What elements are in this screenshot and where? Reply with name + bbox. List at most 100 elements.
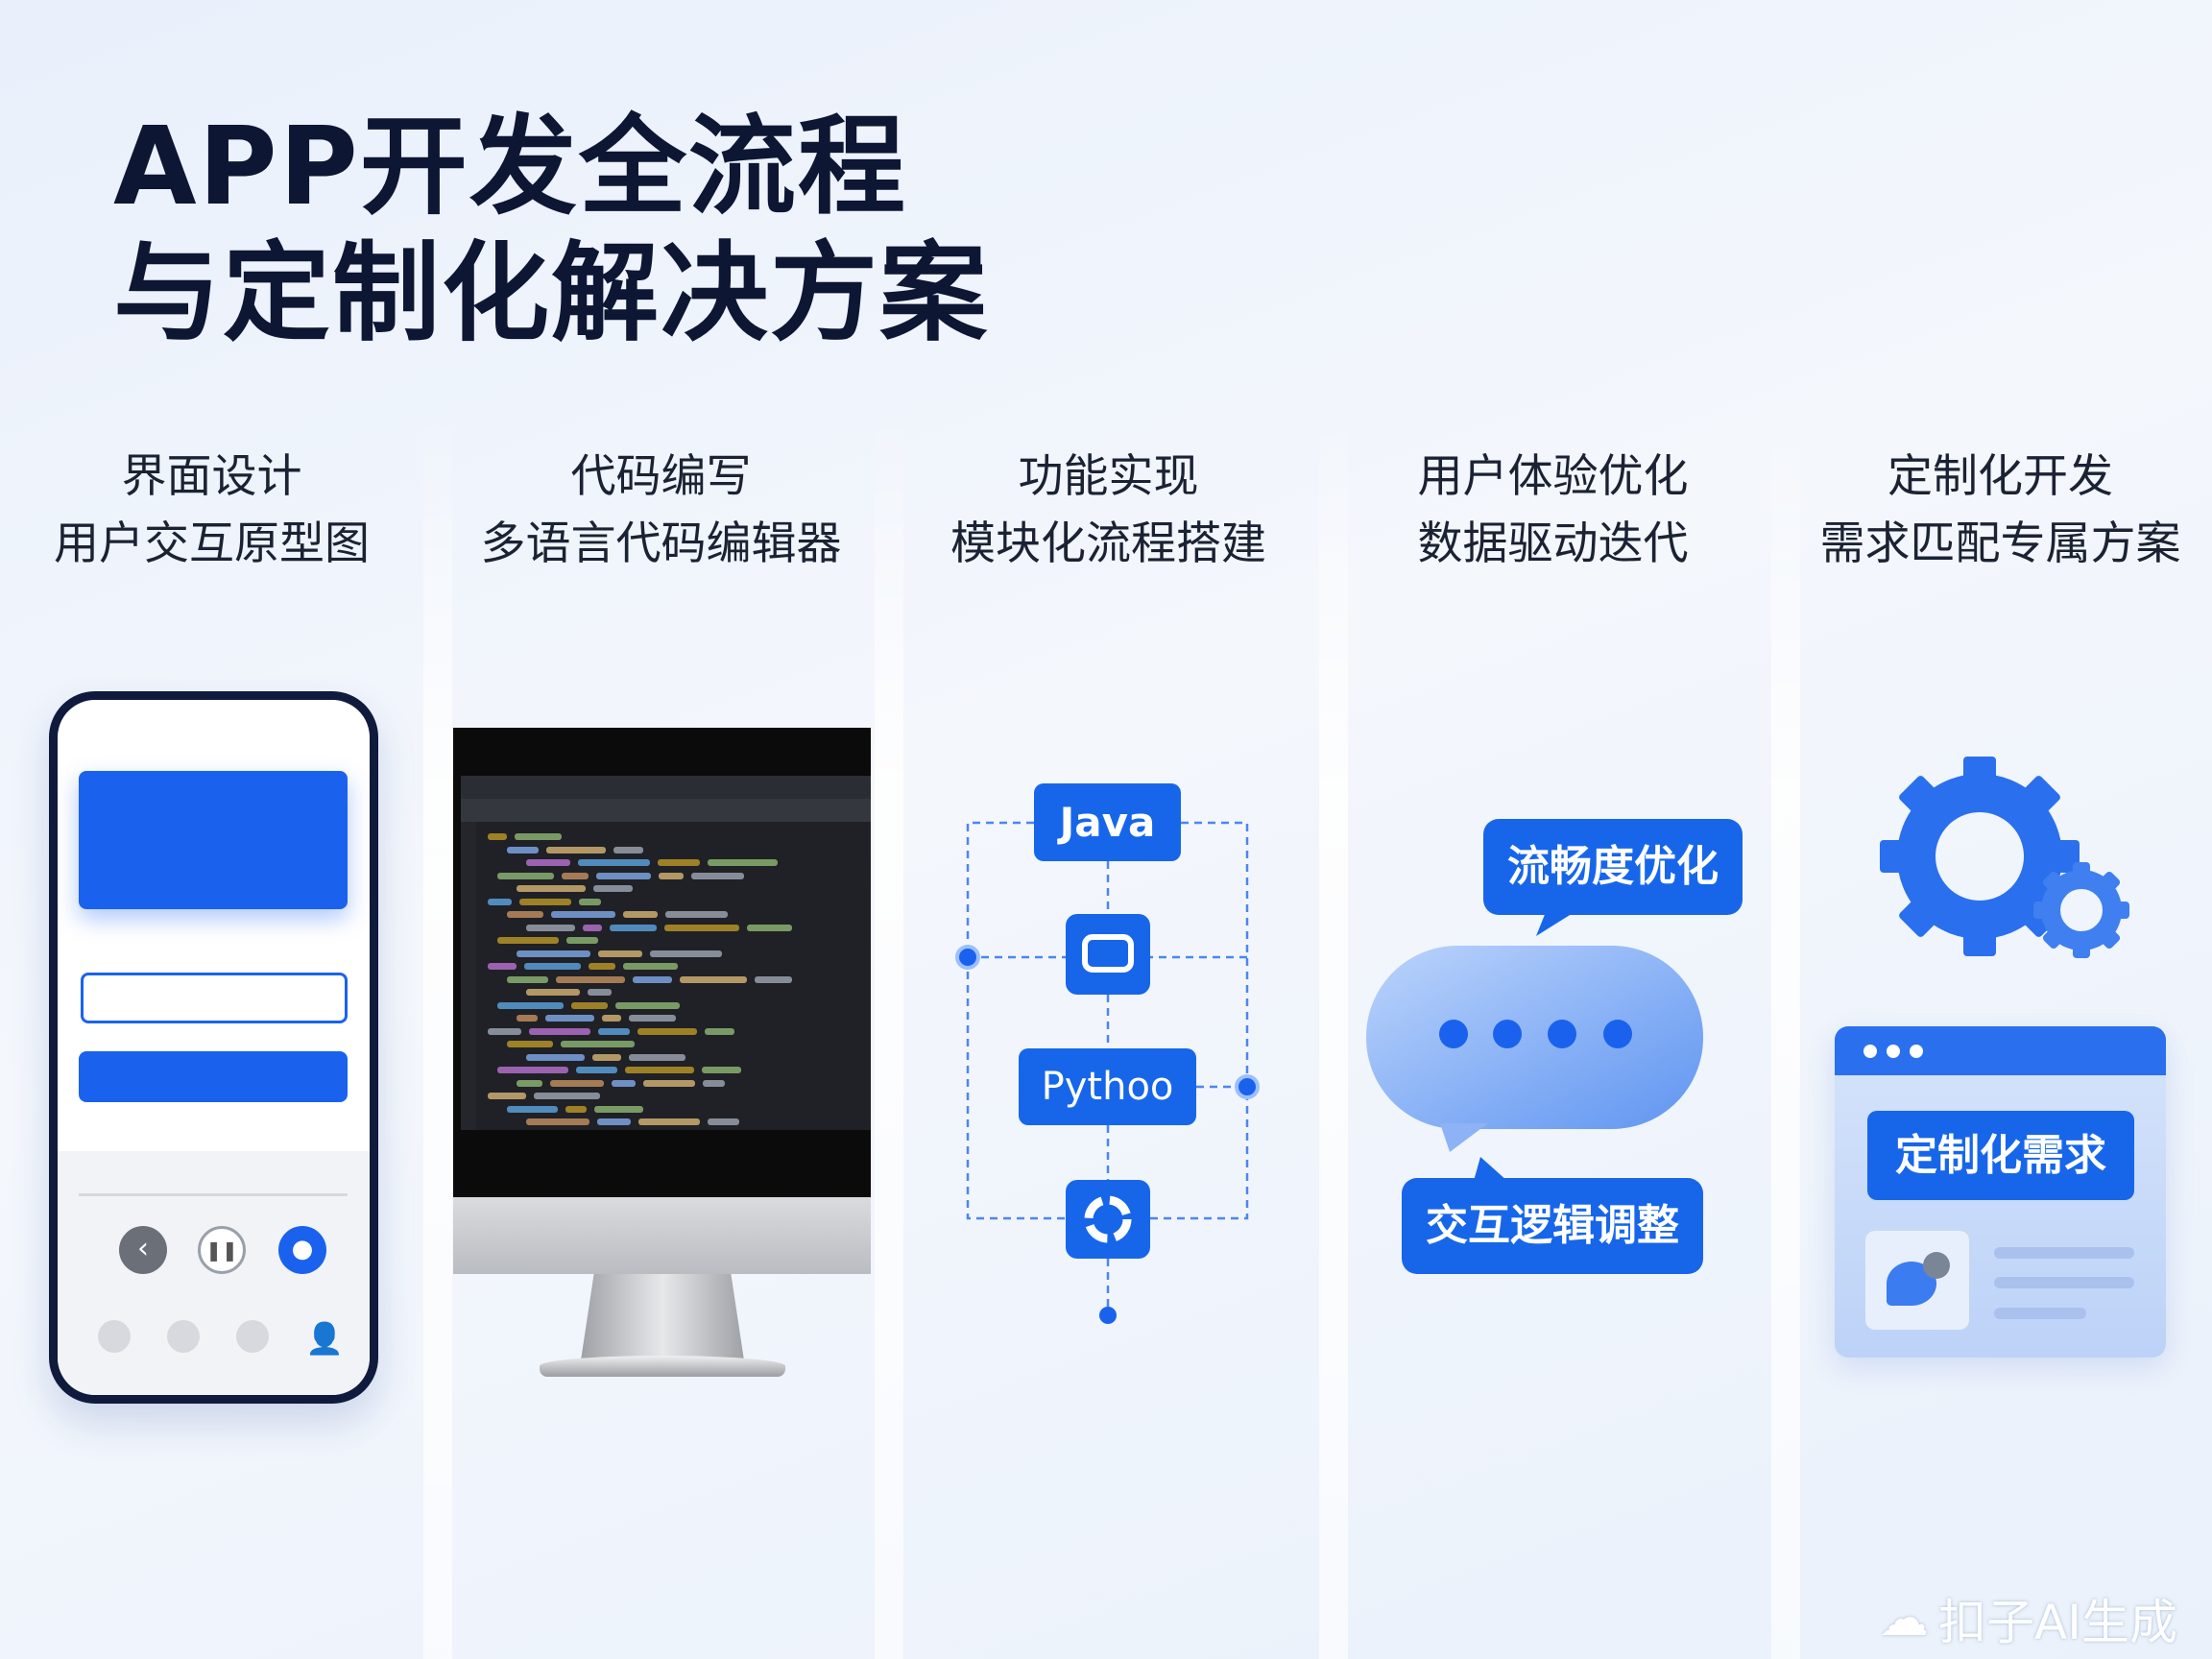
code-line [526,1118,589,1125]
code-line [629,1053,685,1061]
code-line [665,911,728,918]
code-line [638,1118,700,1125]
code-line [517,885,586,892]
monitor-base [540,1356,785,1377]
code-line [576,1067,617,1073]
code-line [747,924,792,931]
subheading: 需求匹配专属方案 [1819,517,2181,570]
code-line [613,846,643,854]
code-line [550,1079,604,1087]
column-divider [423,413,452,1659]
code-line [612,1079,636,1087]
code-line [529,1027,590,1035]
code-line [561,1041,635,1047]
code-line [578,859,650,866]
hero-banner [79,771,348,909]
code-line [629,1015,676,1022]
code-line [497,872,554,879]
image-thumbnail-icon [1865,1231,1969,1330]
code-line [488,1027,521,1035]
window-dot-icon [1863,1045,1877,1058]
heading: 用户体验优化 [1417,450,1689,503]
code-line [597,1118,631,1125]
code-line [633,975,672,983]
window-dot-icon [1910,1045,1923,1058]
code-line [546,846,606,854]
code-line [588,989,612,996]
pause-icon[interactable]: ❚❚ [198,1226,246,1274]
code-line [598,950,642,957]
menu-bar [461,776,871,799]
sync-icon [1066,1180,1150,1259]
text-line [1994,1277,2134,1288]
user-icon[interactable]: ● [278,1226,326,1274]
code-line [755,975,792,983]
window-header [1835,1026,2166,1075]
code-line [691,872,744,879]
column-heading-function: 功能实现模块化流程搭建 [885,444,1332,578]
code-line [497,1067,568,1073]
code-line [517,1079,542,1087]
code-line [705,1027,734,1035]
code-line [526,989,580,996]
code-line [507,911,543,918]
code-line [497,1001,564,1009]
code-line [556,975,625,983]
device-icon [1066,914,1150,995]
column-divider [875,413,903,1659]
code-line [594,1105,643,1113]
flow-node-python: Pythoo [1019,1048,1196,1125]
code-line [517,950,590,957]
flow-node-dot [1235,1074,1260,1099]
code-line [551,911,615,918]
code-line [565,1105,587,1113]
code-line [545,1015,594,1022]
divider [79,1193,348,1196]
code-line [519,898,571,905]
code-editor [461,776,871,1130]
profile-icon[interactable]: 👤 [305,1320,344,1357]
back-icon[interactable]: ‹ [119,1226,167,1274]
code-line [708,859,778,866]
nav-dot-icon[interactable] [167,1320,200,1353]
typing-bubble [1366,946,1703,1129]
phone-mockup: ‹ ❚❚ ● 👤 [49,691,378,1404]
text-input[interactable] [81,973,348,1023]
code-line [593,885,633,892]
code-line [650,950,722,957]
code-line [534,1093,600,1099]
subheading: 多语言代码编辑器 [480,517,842,570]
code-line [566,937,598,944]
code-line [562,872,589,879]
gear-small-icon [2033,862,2129,958]
code-line [524,963,581,970]
flow-connector [1150,821,1249,1220]
code-line [515,833,562,840]
subheading: 用户交互原型图 [54,517,370,570]
code-line [579,898,601,905]
code-line [680,975,747,983]
subheading: 数据驱动迭代 [1417,517,1689,570]
code-line [643,1079,695,1087]
bottom-panel: ‹ ❚❚ ● 👤 [58,1151,370,1395]
code-line [497,937,559,944]
gutter [461,822,476,1130]
custom-requirement-button[interactable]: 定制化需求 [1867,1111,2134,1200]
code-line [571,1001,608,1009]
code-line [625,1067,694,1073]
code-line [488,833,507,840]
code-line [526,1053,585,1061]
code-line [708,1118,739,1125]
heading: 定制化开发 [1887,450,2113,503]
code-line [664,924,739,931]
code-line [592,1053,621,1061]
code-line [659,872,684,879]
watermark: ☁ 扣子AI生成 [1879,1584,2177,1653]
nav-dot-icon[interactable] [236,1320,269,1353]
flow-node-java: Java [1034,783,1181,861]
nav-dot-icon[interactable] [98,1320,131,1353]
code-line [526,859,570,866]
primary-button[interactable] [79,1051,348,1102]
